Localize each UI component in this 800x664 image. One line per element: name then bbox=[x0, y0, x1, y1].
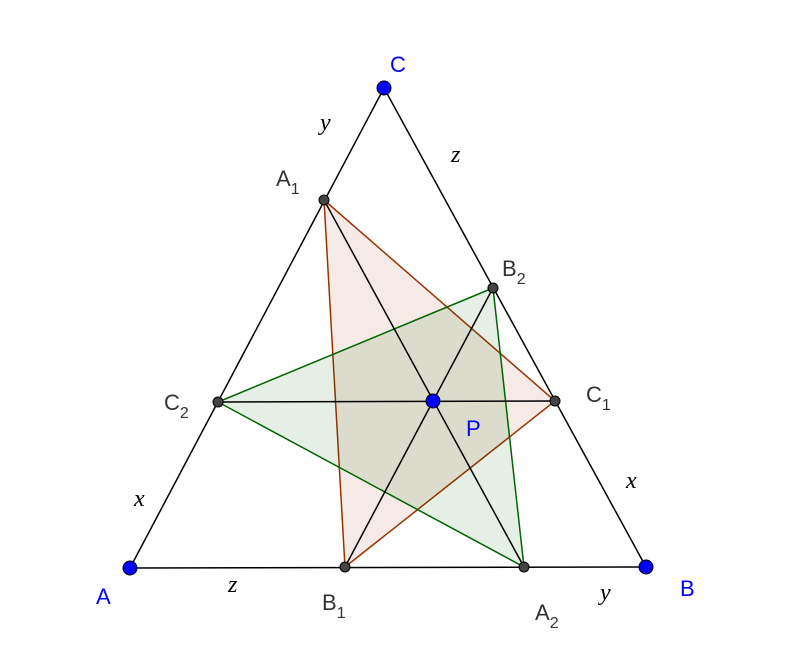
point-b[interactable] bbox=[638, 559, 654, 575]
line-c2-c1 bbox=[217, 400, 556, 403]
segment-label-c2-a: x bbox=[133, 486, 145, 512]
label-b1: B1 bbox=[322, 590, 346, 622]
point-b1[interactable] bbox=[339, 561, 351, 573]
segment-label-a-b1: z bbox=[227, 572, 238, 598]
label-b: B bbox=[680, 576, 695, 601]
label-a2: A2 bbox=[535, 600, 559, 632]
point-c2[interactable] bbox=[212, 396, 224, 408]
point-b2[interactable] bbox=[487, 282, 499, 294]
segment-label-c1-b: x bbox=[625, 468, 637, 494]
line-b1-b2 bbox=[344, 287, 494, 568]
label-c: C bbox=[390, 52, 406, 77]
label-c2: C2 bbox=[164, 390, 189, 422]
point-a1[interactable] bbox=[318, 194, 330, 206]
point-p[interactable] bbox=[425, 393, 441, 409]
triangle-b2-c2-a2 bbox=[216, 286, 525, 569]
point-a2[interactable] bbox=[518, 561, 530, 573]
label-b2: B2 bbox=[502, 256, 526, 288]
segment-label-c-b2: z bbox=[450, 142, 461, 168]
label-c1: C1 bbox=[586, 382, 611, 414]
label-p: P bbox=[466, 416, 481, 441]
triangle-abc bbox=[128, 86, 648, 569]
label-a1: A1 bbox=[276, 166, 300, 198]
point-c[interactable] bbox=[376, 80, 392, 96]
point-a[interactable] bbox=[122, 560, 138, 576]
label-a: A bbox=[96, 584, 111, 609]
line-a1-a2 bbox=[323, 199, 525, 568]
segment-label-c-a1: y bbox=[318, 110, 331, 136]
segment-label-a2-b: y bbox=[598, 580, 611, 606]
triangle-a1-c1-b1 bbox=[323, 198, 557, 569]
point-c1[interactable] bbox=[549, 395, 561, 407]
